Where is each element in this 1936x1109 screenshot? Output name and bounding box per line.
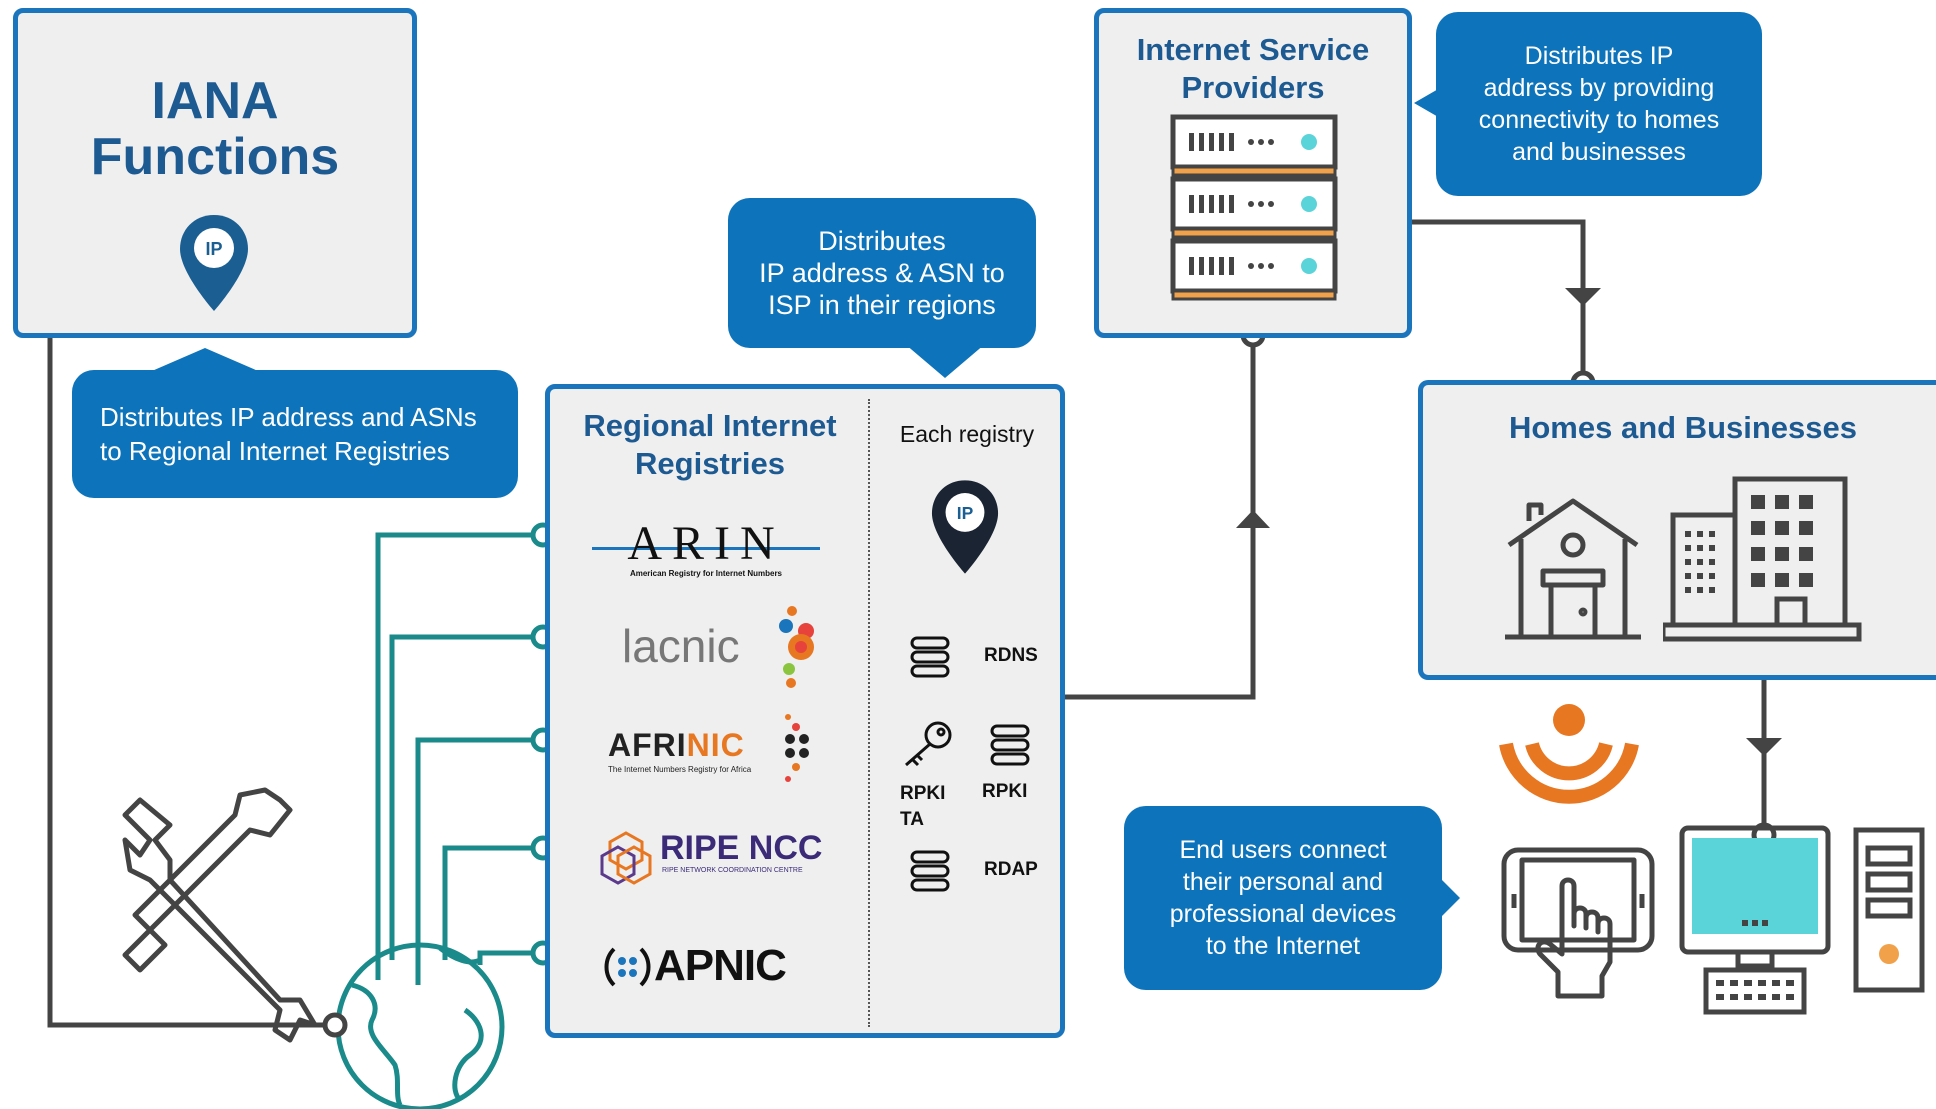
homes-callout-line4: to the Internet [1205, 932, 1361, 960]
arin-logo-name: ARIN [627, 517, 785, 570]
rir-callout: Distributes IP address & ASN to ISP in t… [728, 198, 1036, 348]
apnic-logo-name: APNIC [654, 941, 787, 990]
isp-title-line1: Internet Service [1136, 32, 1370, 67]
rpki-ta-label: RPKI TA [900, 781, 945, 833]
rir-callout-pointer [905, 344, 985, 378]
homes-callout: End users connect their personal and pro… [1124, 806, 1442, 990]
rir-box: Regional Internet Registries ARIN Americ… [545, 384, 1065, 1038]
iana-title: IANA Functions [18, 73, 412, 185]
afrinic-logo-name: AFRINIC [608, 727, 745, 763]
rpki-label: RPKI [982, 781, 1028, 802]
rir-to-isp-line [1062, 335, 1256, 700]
registry-ip-pin-icon: IP [931, 480, 999, 574]
rir-callout-line2: IP address & ASN to [759, 258, 1005, 288]
rir-title-line2: Registries [635, 446, 785, 481]
afrinic-logo-name-part2: NIC [686, 727, 745, 763]
ripe-ncc-logo-tagline: RIPE NETWORK COORDINATION CENTRE [662, 867, 803, 874]
isp-callout-line3: connectivity to homes [1478, 106, 1720, 134]
isp-to-homes-arrow [1565, 288, 1601, 306]
isp-callout-line4: and businesses [1512, 138, 1686, 166]
homes-callout-line1: End users connect [1179, 836, 1387, 864]
apnic-logo: APNIC [602, 937, 802, 997]
tools-icon [122, 787, 318, 1043]
arin-logo-line [592, 547, 820, 550]
isp-callout-line1: Distributes IP [1524, 42, 1674, 70]
rpki-ta-key-icon [905, 721, 952, 767]
iana-title-line1: IANA [151, 72, 279, 130]
isp-callout-line2: address by providing [1483, 74, 1715, 102]
apnic-dots-icon [604, 947, 651, 987]
isp-box: Internet Service Providers [1094, 8, 1412, 338]
iana-box: IANA Functions IP [13, 8, 417, 338]
lacnic-dots-icon [779, 606, 814, 688]
rdap-label: RDAP [984, 859, 1038, 880]
afrinic-logo: AFRINIC The Internet Numbers Registry fo… [608, 707, 823, 792]
homes-callout-line3: professional devices [1169, 900, 1397, 928]
iana-pin-label: IP [205, 239, 222, 259]
isp-title: Internet Service Providers [1099, 31, 1407, 107]
homes-callout-line2: their personal and [1182, 868, 1384, 896]
homes-title: Homes and Businesses [1508, 410, 1858, 445]
rpki-ta-label-line2: TA [900, 809, 924, 830]
arin-logo: ARIN American Registry for Internet Numb… [592, 519, 820, 579]
rir-callout-line3: ISP in their regions [768, 290, 996, 320]
afrinic-dots-icon [785, 714, 809, 782]
rpki-server-icon [990, 724, 1030, 766]
afrinic-logo-tagline: The Internet Numbers Registry for Africa [608, 765, 752, 774]
each-registry-heading: Each registry [899, 421, 1035, 447]
homes-to-computer-arrow [1746, 738, 1782, 756]
iana-to-globe-line [47, 335, 335, 1028]
lacnic-logo: lacnic [622, 599, 822, 699]
desktop-computer-icon [1679, 825, 1925, 1015]
isp-callout: Distributes IP address by providing conn… [1436, 12, 1762, 196]
isp-callout-pointer [1414, 88, 1440, 118]
ripe-ncc-logo: RIPE NCC RIPE NETWORK COORDINATION CENTR… [598, 829, 838, 889]
rir-title: Regional Internet Registries [560, 407, 860, 483]
office-building-icon [1663, 476, 1862, 642]
rir-title-line1: Regional Internet [583, 408, 837, 443]
homes-box: Homes and Businesses [1418, 380, 1936, 680]
arin-logo-tagline: American Registry for Internet Numbers [629, 569, 783, 578]
server-rack-icon [1170, 114, 1338, 301]
iana-callout: Distributes IP address and ASNs to Regio… [72, 370, 518, 498]
tablet-touch-icon [1501, 847, 1655, 999]
rdap-server-icon [910, 850, 950, 892]
homes-callout-pointer [1440, 878, 1460, 918]
registry-pin-label: IP [957, 503, 974, 523]
rir-divider [868, 399, 870, 1027]
rir-to-isp-arrow [1236, 510, 1270, 528]
rir-callout-line1: Distributes [818, 226, 946, 256]
rdns-label: RDNS [984, 645, 1038, 666]
rpki-ta-label-line1: RPKI [900, 783, 946, 804]
iana-title-line2: Functions [90, 128, 340, 186]
ip-pin-icon: IP [180, 215, 248, 311]
wifi-icon [1499, 704, 1639, 804]
house-icon [1505, 498, 1641, 640]
globe-to-registry-lines [375, 532, 543, 985]
afrinic-logo-name-part1: AFRI [608, 727, 687, 763]
lacnic-logo-name: lacnic [622, 620, 740, 672]
iana-callout-text: Distributes IP address and ASNs to Regio… [100, 402, 477, 466]
iana-callout-pointer [145, 348, 265, 374]
ripe-ncc-logo-name: RIPE NCC [660, 829, 823, 867]
isp-to-homes-line [1410, 219, 1586, 380]
isp-title-line2: Providers [1181, 70, 1325, 105]
ripe-hex-icon [600, 831, 652, 885]
rdns-server-icon [910, 636, 950, 678]
